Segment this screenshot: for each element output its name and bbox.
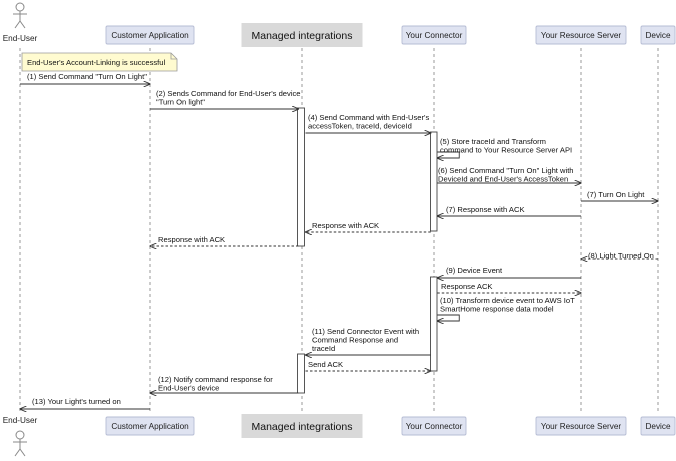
message-label: accessToken, traceId, deviceId <box>308 122 412 131</box>
message-label: Response with ACK <box>158 235 225 244</box>
messages: (1) Send Command "Turn On Light"(2) Send… <box>20 72 658 409</box>
message-label: (12) Notify command response for <box>158 375 273 384</box>
message-2: (2) Sends Command for End-User's device"… <box>150 89 301 109</box>
participant-device-top: Device <box>640 25 676 45</box>
note-layer: End-User's Account-Linking is successful <box>21 52 178 72</box>
participant-customer_app-bottom: Customer Application <box>105 416 195 436</box>
message-10: (8) Light Turned On <box>581 251 658 260</box>
message-label: command to Your Resource Server API <box>440 146 572 155</box>
message-label: End-User's device <box>158 384 219 393</box>
message-label: Command Response and <box>312 336 398 345</box>
message-1: (1) Send Command "Turn On Light" <box>20 72 150 84</box>
message-8: Response with ACK <box>306 221 431 232</box>
participant-label: Your Resource Server <box>541 422 622 431</box>
participant-label: Managed integrations <box>252 421 353 433</box>
message-label: traceId <box>312 344 335 353</box>
participant-label: Customer Application <box>111 31 189 40</box>
message-label: Send ACK <box>308 360 343 369</box>
participant-box <box>640 25 676 45</box>
participant-label: Customer Application <box>111 422 189 431</box>
message-16: (12) Notify command response forEnd-User… <box>150 375 299 393</box>
message-label: (13) Your Light's turned on <box>32 397 121 406</box>
participant-connector-bottom: Your Connector <box>401 416 467 436</box>
participant-label: End-User <box>3 416 38 425</box>
message-11: (9) Device Event <box>437 266 581 278</box>
message-label: (11) Send Connector Event with <box>312 327 419 336</box>
message-label: (5) Store traceId and Transform <box>440 137 546 146</box>
participant-device-bottom: Device <box>640 416 676 436</box>
self-call-arrow <box>437 314 460 321</box>
message-label: (7) Response with ACK <box>446 205 525 214</box>
participant-label: Your Connector <box>406 31 463 40</box>
actor-end-user-bottom: End-User <box>3 416 38 457</box>
message-label: SmartHome response data model <box>440 305 554 314</box>
participant-resource_server-top: Your Resource Server <box>535 25 627 45</box>
participant-managed-top: Managed integrations <box>241 23 363 47</box>
message-label: Response ACK <box>441 282 493 291</box>
message-7: (7) Response with ACK <box>437 205 581 216</box>
message-label: (6) Send Command "Turn On" Light with <box>438 166 574 175</box>
actor-end-user-top: End-User <box>3 2 38 43</box>
participant-label: Device <box>645 31 670 40</box>
message-label: (4) Send Command with End-User's <box>308 113 430 122</box>
message-3: (4) Send Command with End-User'saccessTo… <box>305 113 431 133</box>
stick-figure-icon <box>13 2 27 29</box>
message-9: Response with ACK <box>150 235 299 246</box>
message-label: (8) Light Turned On <box>588 251 654 260</box>
participant-box <box>241 23 363 47</box>
participant-box <box>105 25 195 45</box>
message-13: (10) Transform device event to AWS IoTSm… <box>437 296 575 321</box>
participant-box <box>535 25 627 45</box>
message-17: (13) Your Light's turned on <box>20 397 150 409</box>
message-12: Response ACK <box>437 282 581 293</box>
self-call-arrow <box>437 151 460 158</box>
activation-bar-managed-1 <box>297 107 305 247</box>
note-text: End-User's Account-Linking is successful <box>27 58 166 67</box>
participant-box <box>241 414 363 438</box>
message-15: Send ACK <box>305 360 431 371</box>
note-account-linking: End-User's Account-Linking is successful <box>21 52 178 72</box>
activation-bars <box>297 107 438 394</box>
participant-box <box>640 416 676 436</box>
participant-box <box>105 416 195 436</box>
message-6: (7) Turn On Light <box>581 190 658 201</box>
message-label: (2) Sends Command for End-User's device <box>156 89 301 98</box>
message-label: (10) Transform device event to AWS IoT <box>440 296 575 305</box>
activation-bar-connector-2 <box>430 131 438 232</box>
message-5: (6) Send Command "Turn On" Light withDev… <box>437 166 581 184</box>
participant-box <box>401 416 467 436</box>
participant-resource_server-bottom: Your Resource Server <box>535 416 627 436</box>
message-label: DeviceId and End-User's AccessToken <box>438 175 568 184</box>
message-label: "Turn On light" <box>156 98 205 107</box>
message-label: (7) Turn On Light <box>587 190 645 199</box>
message-label: (1) Send Command "Turn On Light" <box>27 72 147 81</box>
participant-label: Device <box>645 422 670 431</box>
participant-box <box>401 25 467 45</box>
participant-box <box>535 416 627 436</box>
participant-label: Your Resource Server <box>541 31 622 40</box>
message-label: Response with ACK <box>312 221 379 230</box>
activation-bar-connector-3 <box>430 276 438 372</box>
message-label: (9) Device Event <box>446 266 503 275</box>
participant-label: Managed integrations <box>252 30 353 42</box>
participant-managed-bottom: Managed integrations <box>241 414 363 438</box>
participant-connector-top: Your Connector <box>401 25 467 45</box>
participant-label: End-User <box>3 34 38 43</box>
activation-bar-managed-4 <box>297 353 305 394</box>
stick-figure-icon <box>13 430 27 457</box>
participant-customer_app-top: Customer Application <box>105 25 195 45</box>
participant-label: Your Connector <box>406 422 463 431</box>
